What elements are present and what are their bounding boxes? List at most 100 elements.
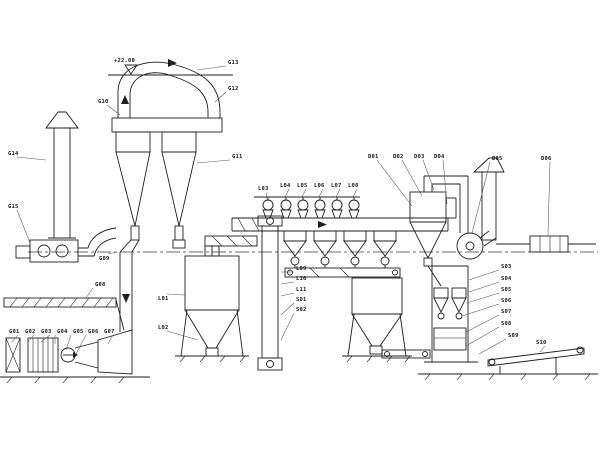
- right-cyclone: [409, 175, 469, 287]
- equipment-label-G14: G14: [8, 151, 19, 157]
- leader-line-D04: [442, 159, 448, 205]
- equipment-label-G13: G13: [228, 60, 239, 66]
- leader-line-G03: [40, 334, 51, 343]
- leader-line-L01: [166, 293, 186, 296]
- equipment-label-G02: G02: [25, 329, 36, 335]
- leader-line-S08: [465, 326, 500, 347]
- equipment-label-S07: S07: [501, 309, 512, 315]
- right-inline-box: [496, 235, 596, 253]
- equipment-label-L07: L07: [331, 183, 342, 189]
- leader-line-D06: [547, 161, 551, 236]
- elevation-marker: [108, 64, 233, 76]
- equipment-label-D06: D06: [541, 156, 552, 162]
- equipment-label-L06: L06: [314, 183, 325, 189]
- equipment-label-L04: L04: [280, 183, 291, 189]
- leader-line-G02: [27, 334, 35, 343]
- screw-feeder: [204, 235, 258, 256]
- leader-line-G05: [65, 334, 72, 351]
- leader-line-G06: [74, 334, 87, 357]
- equipment-label-S02: S02: [296, 307, 307, 313]
- product-hopper-left: [175, 245, 249, 363]
- belt-conveyor: [3, 297, 125, 331]
- twin-cyclones: [111, 117, 223, 253]
- equipment-label-+22.00: +22.00: [114, 58, 135, 64]
- leader-line-L06: [318, 188, 324, 198]
- leader-line-S01: [280, 302, 295, 316]
- equipment-label-S08: S08: [501, 321, 512, 327]
- leader-line-L10: [280, 281, 295, 285]
- equipment-label-D01: D01: [368, 154, 379, 160]
- leader-line-G11: [196, 159, 231, 164]
- leader-line-G10: [106, 104, 121, 116]
- equipment-label-S01: S01: [296, 297, 307, 303]
- equipment-label-S04: S04: [501, 276, 512, 282]
- leader-line-S09: [478, 338, 507, 355]
- swan-neck-duct: [117, 59, 221, 118]
- leader-line-G15: [16, 209, 31, 244]
- product-hopper-right: [342, 277, 412, 363]
- equipment-label-G01: G01: [9, 329, 20, 335]
- leader-line-S03: [468, 269, 500, 281]
- equipment-label-D04: D04: [434, 154, 445, 160]
- dryer-duct: [231, 217, 449, 232]
- equipment-label-G12: G12: [228, 86, 239, 92]
- leader-line-S07: [465, 314, 500, 333]
- equipment-label-G15: G15: [8, 204, 19, 210]
- equipment-label-D05: D05: [492, 156, 503, 162]
- leader-line-S04: [468, 281, 500, 293]
- leader-line-G01: [11, 334, 19, 343]
- rotary-valves-row: [254, 196, 360, 219]
- equipment-label-G04: G04: [57, 329, 68, 335]
- equipment-label-L01: L01: [158, 296, 169, 302]
- equipment-label-G07: G07: [104, 329, 115, 335]
- leader-line-D05: [471, 161, 491, 234]
- equipment-label-L03: L03: [258, 186, 269, 192]
- leader-line-L02: [166, 330, 199, 341]
- equipment-label-S05: S05: [501, 287, 512, 293]
- equipment-label-S10: S10: [536, 340, 547, 346]
- leader-line-L07: [335, 188, 341, 198]
- equipment-label-G05: G05: [73, 329, 84, 335]
- leader-line-D03: [422, 159, 435, 191]
- equipment-label-D03: D03: [414, 154, 425, 160]
- collecting-screw: [284, 267, 401, 278]
- id-fan: [456, 230, 497, 260]
- leader-line-L05: [301, 188, 307, 198]
- left-stack: [45, 111, 79, 239]
- bag-conveyor: [487, 346, 585, 374]
- equipment-label-G08: G08: [95, 282, 106, 288]
- leader-line-S10: [539, 345, 546, 353]
- exhaust-stack: [472, 157, 505, 241]
- main-vertical-duct: [119, 252, 133, 332]
- leader-line-L11: [280, 292, 295, 297]
- leader-line-D01: [376, 159, 413, 207]
- leader-line-D02: [401, 159, 423, 197]
- left-fan-unit: [15, 227, 117, 263]
- equipment-label-G11: G11: [232, 154, 243, 160]
- equipment-label-G06: G06: [88, 329, 99, 335]
- equipment-label-L10: L10: [296, 276, 307, 282]
- equipment-label-G03: G03: [41, 329, 52, 335]
- equipment-label-S03: S03: [501, 264, 512, 270]
- equipment-label-L11: L11: [296, 287, 307, 293]
- leader-line-S06: [461, 303, 500, 317]
- leader-line-L04: [284, 188, 290, 198]
- equipment-label-G10: G10: [98, 99, 109, 105]
- bucket-elevator: [257, 215, 283, 371]
- leader-line-G07: [107, 334, 114, 345]
- leader-line-G14: [16, 156, 47, 161]
- furnace-assembly: [0, 329, 150, 384]
- equipment-label-L08: L08: [348, 183, 359, 189]
- equipment-label-S09: S09: [508, 333, 519, 339]
- leader-line-G08: [85, 287, 94, 299]
- leader-line-G13: [196, 65, 227, 71]
- packing-station: [381, 265, 598, 381]
- leader-line-G12: [214, 91, 227, 103]
- equipment-label-S06: S06: [501, 298, 512, 304]
- equipment-label-L05: L05: [297, 183, 308, 189]
- equipment-label-D02: D02: [393, 154, 404, 160]
- duct-discharge-hoppers: [283, 230, 397, 268]
